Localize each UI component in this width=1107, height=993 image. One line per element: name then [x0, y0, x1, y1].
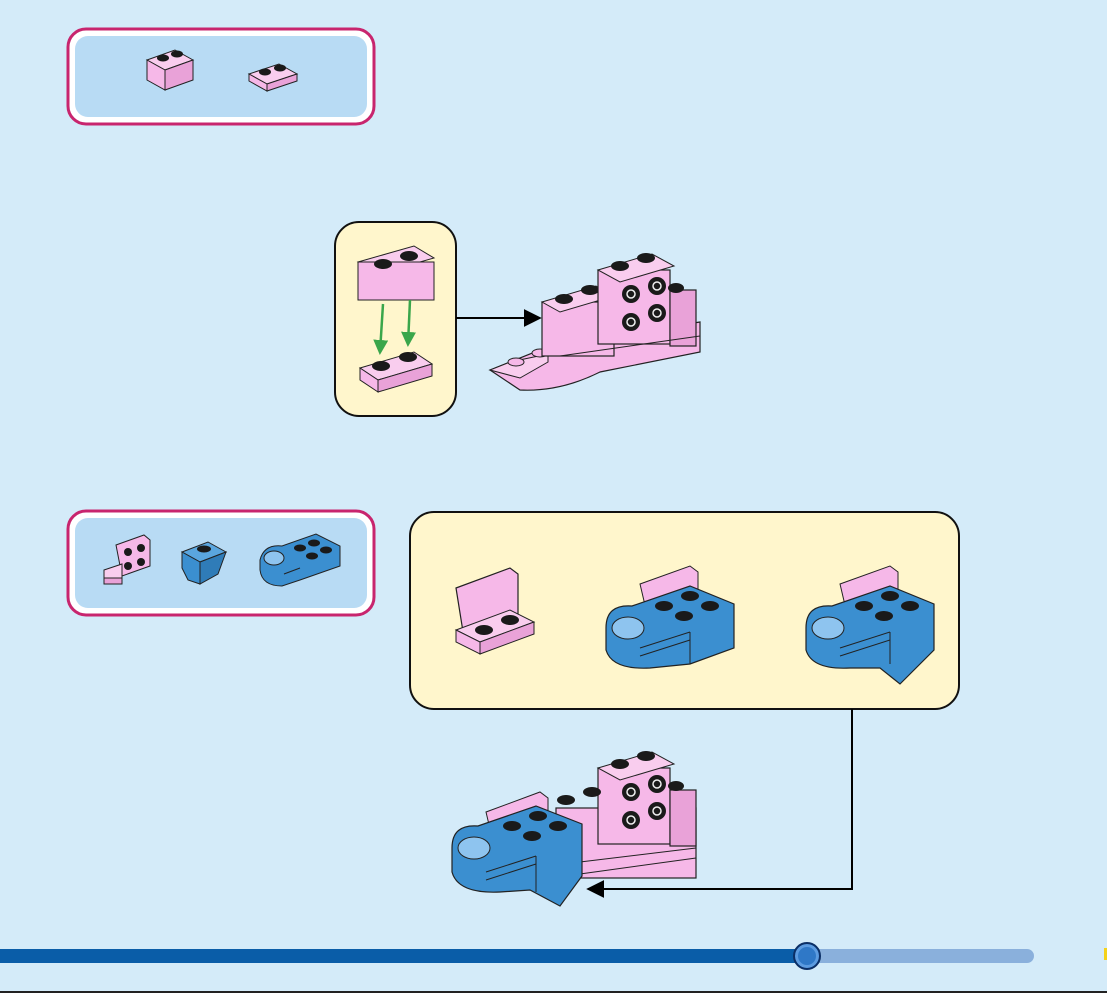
step-2: [68, 511, 959, 906]
substep-box-step-2: [410, 512, 959, 709]
substep-box-step-1: [335, 222, 456, 416]
pink-boat-assembly-icon: [490, 253, 700, 390]
parts-box-step-1: [68, 29, 374, 124]
progress-knob-icon: [793, 942, 821, 970]
progress-fill: [0, 949, 807, 963]
step-1: [68, 29, 700, 416]
parts-box-step-2: [68, 511, 374, 615]
progress-bar: [0, 949, 1034, 963]
pink-blue-boat-assembly-icon: [452, 751, 696, 906]
